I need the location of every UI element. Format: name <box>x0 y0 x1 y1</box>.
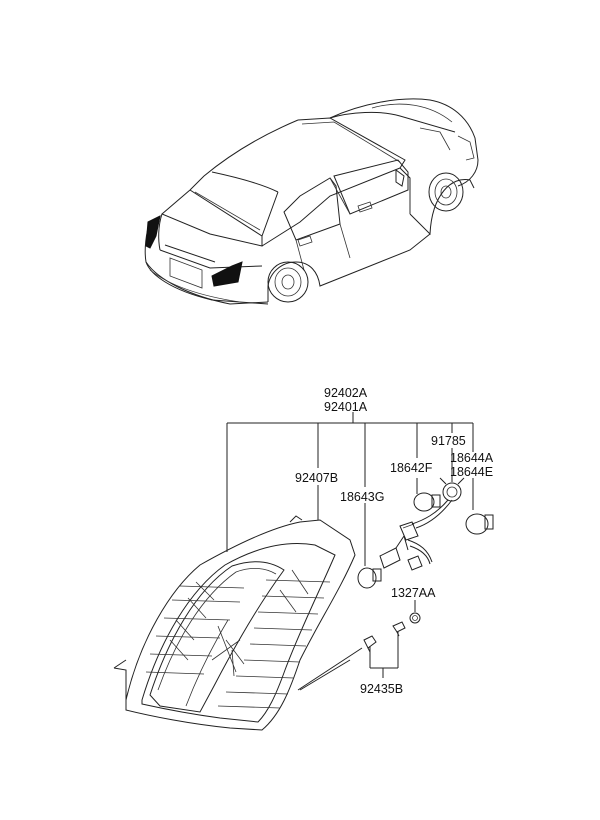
tail-lamp-assembly <box>113 515 356 731</box>
socket-harness-icon <box>379 477 465 571</box>
nut-1327AA-icon <box>409 612 421 624</box>
car-illustration <box>144 98 479 305</box>
label-18644E: 18644E <box>450 465 493 479</box>
label-18643G: 18643G <box>340 490 384 504</box>
label-92402A: 92402A <box>324 386 368 400</box>
label-92407B: 92407B <box>295 471 338 485</box>
part-labels: 92402A 92401A 92407B 18643G 18642F 91785… <box>295 386 494 696</box>
bulb-18642F-icon <box>413 492 441 512</box>
right-tail-light-highlight <box>211 261 243 287</box>
label-18642F: 18642F <box>390 461 433 475</box>
label-92401A: 92401A <box>324 400 368 414</box>
label-18644A: 18644A <box>450 451 494 465</box>
left-tail-light-highlight <box>145 215 161 249</box>
leader-lines <box>226 412 474 691</box>
label-91785: 91785 <box>431 434 466 448</box>
bulb-18644A-icon <box>465 513 494 535</box>
bulb-18643G-icon <box>357 567 382 589</box>
screw-right-icon <box>392 621 406 637</box>
label-92435B: 92435B <box>360 682 403 696</box>
label-1327AA: 1327AA <box>391 586 436 600</box>
screw-left-icon <box>363 635 377 653</box>
